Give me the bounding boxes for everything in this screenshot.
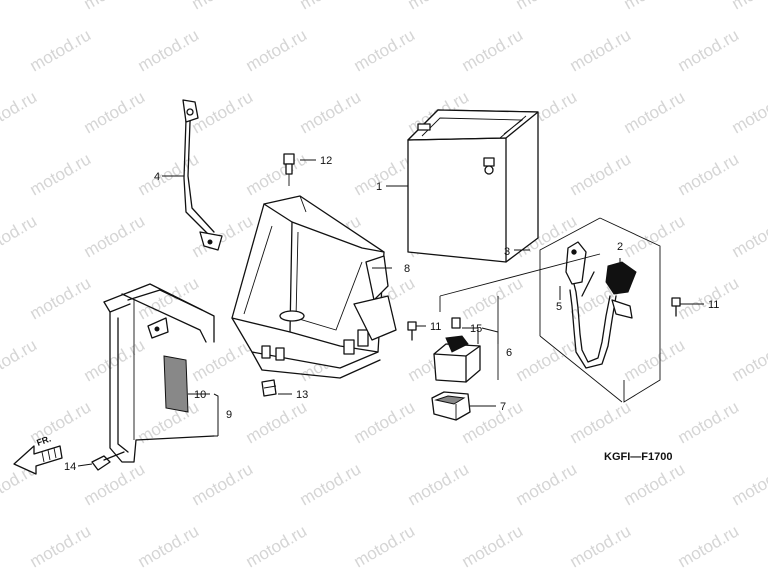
positive-cable-part[interactable]	[565, 241, 637, 369]
watermark-text: motod.ru	[0, 211, 40, 261]
watermark-text: motod.ru	[567, 397, 635, 447]
watermark-text: motod.ru	[81, 459, 149, 509]
bolt-11-right-part[interactable]	[671, 297, 681, 317]
watermark-text: motod.ru	[243, 25, 311, 75]
callout-6: 6	[506, 347, 512, 359]
watermark-text: motod.ru	[729, 87, 768, 137]
relay-cover-part[interactable]	[431, 391, 471, 421]
callout-3: 3	[504, 246, 510, 258]
watermark-text: motod.ru	[621, 459, 689, 509]
callout-12: 12	[320, 155, 332, 167]
pad-10-part[interactable]	[163, 355, 189, 413]
watermark-text: motod.ru	[351, 521, 419, 571]
watermark-text: motod.ru	[729, 459, 768, 509]
watermark-text: motod.ru	[729, 0, 768, 13]
group-bracket-lines	[439, 217, 661, 403]
watermark-text: motod.ru	[297, 87, 365, 137]
watermark-text: motod.ru	[27, 273, 95, 323]
callout-11-left: 11	[430, 321, 441, 333]
callout-1: 1	[376, 181, 382, 193]
watermark-text: motod.ru	[675, 521, 743, 571]
watermark-text: motod.ru	[189, 0, 257, 13]
watermark-text: motod.ru	[243, 521, 311, 571]
watermark-text: motod.ru	[351, 397, 419, 447]
watermark-text: motod.ru	[297, 459, 365, 509]
watermark-text: motod.ru	[0, 335, 40, 385]
diagram-code: KGFI—F1700	[604, 451, 672, 463]
watermark-text: motod.ru	[0, 0, 40, 13]
battery-stay-part[interactable]	[103, 283, 215, 463]
watermark-text: motod.ru	[81, 87, 149, 137]
callout-11-right: 11	[708, 299, 719, 311]
watermark-text: motod.ru	[405, 459, 473, 509]
watermark-text: motod.ru	[621, 87, 689, 137]
watermark-text: motod.ru	[189, 87, 257, 137]
watermark-text: motod.ru	[135, 25, 203, 75]
leader-lines	[77, 159, 704, 467]
watermark-text: motod.ru	[135, 521, 203, 571]
watermark-text: motod.ru	[459, 25, 527, 75]
watermark-text: motod.ru	[27, 149, 95, 199]
watermark-text: motod.ru	[621, 211, 689, 261]
watermark-text: motod.ru	[459, 521, 527, 571]
callout-14: 14	[64, 461, 76, 473]
watermark-text: motod.ru	[675, 149, 743, 199]
front-direction-label: FR.	[35, 434, 52, 448]
watermark-text: motod.ru	[351, 25, 419, 75]
watermark-text: motod.ru	[675, 397, 743, 447]
battery-box-part[interactable]	[231, 195, 397, 379]
watermark-text: motod.ru	[189, 459, 257, 509]
watermark-text: motod.ru	[243, 397, 311, 447]
watermark-text: motod.ru	[81, 335, 149, 385]
callout-13: 13	[296, 389, 308, 401]
watermark-text: motod.ru	[297, 0, 365, 13]
watermark-text: motod.ru	[243, 149, 311, 199]
bolt-11-left-part[interactable]	[407, 321, 417, 341]
watermark-text: motod.ru	[513, 459, 581, 509]
watermark-text: motod.ru	[567, 521, 635, 571]
callout-15: 15	[470, 323, 482, 335]
watermark-text: motod.ru	[513, 0, 581, 13]
watermark-text: motod.ru	[405, 0, 473, 13]
battery-part[interactable]	[407, 109, 539, 263]
starter-relay-part[interactable]	[433, 317, 481, 383]
front-direction-arrow: FR.	[13, 434, 63, 475]
watermark-text: motod.ru	[567, 149, 635, 199]
watermark-text: motod.ru	[621, 335, 689, 385]
clip-13-part[interactable]	[261, 379, 277, 397]
watermark-text: motod.ru	[81, 211, 149, 261]
watermark-text: motod.ru	[459, 273, 527, 323]
watermark-text: motod.ru	[729, 335, 768, 385]
callout-5: 5	[556, 301, 562, 313]
watermark-text: motod.ru	[27, 25, 95, 75]
watermark-text: motod.ru	[135, 149, 203, 199]
watermark-text: motod.ru	[675, 25, 743, 75]
callout-4: 4	[154, 171, 160, 183]
callout-10: 10	[194, 389, 206, 401]
callout-7: 7	[500, 401, 506, 413]
watermark-text: motod.ru	[27, 521, 95, 571]
watermark-text: motod.ru	[0, 87, 40, 137]
watermark-text: motod.ru	[567, 25, 635, 75]
callout-8: 8	[404, 263, 410, 275]
callout-labels: 1 2 3 4 5 6 7 8 9 10 11 11 12 13 14 15	[64, 155, 719, 473]
callout-2: 2	[617, 241, 623, 253]
callout-9: 9	[226, 409, 232, 421]
bolt-14-part[interactable]	[91, 451, 125, 471]
bolt-12-part[interactable]	[283, 153, 295, 186]
watermark-text: motod.ru	[81, 0, 149, 13]
negative-cable-part[interactable]	[182, 99, 223, 251]
watermark-text: motod.ru	[729, 211, 768, 261]
watermark-text: motod.ru	[621, 0, 689, 13]
